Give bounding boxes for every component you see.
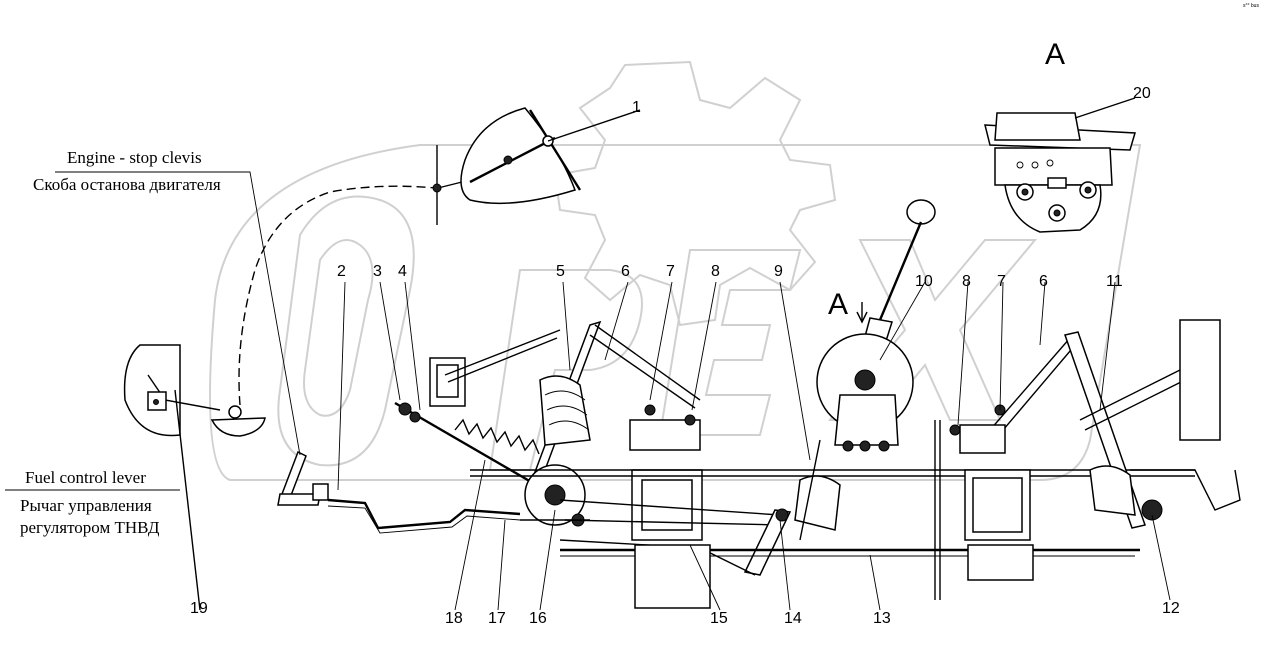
- spring-rod-assembly: [394, 329, 561, 492]
- callout-6a: 6: [621, 263, 630, 280]
- callout-7b: 7: [997, 273, 1006, 290]
- callout-8a: 8: [711, 263, 720, 280]
- callout-7a: 7: [666, 263, 675, 280]
- callout-15: 15: [710, 610, 728, 627]
- callout-1: 1: [632, 99, 641, 116]
- leader-lines: [5, 171, 1171, 611]
- callout-numbers: 1 20 2 3 4 5 6 7 8 9 10 8 7 6 11 19 18 1…: [190, 85, 1180, 627]
- right-lever-assembly: [949, 319, 1221, 529]
- callout-16: 16: [529, 610, 547, 627]
- fuel-control-rod: [277, 450, 521, 534]
- stop-cable: [238, 145, 471, 406]
- callout-20: 20: [1133, 85, 1151, 102]
- gear-lever-assembly: [794, 199, 936, 541]
- view-a-label: A: [1045, 38, 1065, 71]
- callout-8b: 8: [962, 273, 971, 290]
- callout-6b: 6: [1039, 273, 1048, 290]
- callout-4: 4: [398, 263, 407, 280]
- engine-stop-caption-en: Engine - stop clevis: [67, 148, 202, 167]
- callout-2: 2: [337, 263, 346, 280]
- callout-14: 14: [784, 610, 802, 627]
- view-a-arrow-label: A: [828, 288, 848, 321]
- callout-9: 9: [774, 263, 783, 280]
- callout-3: 3: [373, 263, 382, 280]
- callout-18: 18: [445, 610, 463, 627]
- captions: Engine - stop clevis Скоба останова двиг…: [20, 38, 1065, 537]
- fuel-lever-caption-ru-2: регулятором ТНВД: [20, 518, 160, 537]
- frame-rails: [470, 420, 1241, 600]
- fuel-lever-housing: [123, 344, 266, 611]
- fuel-lever-caption-ru-1: Рычаг управления: [20, 496, 152, 515]
- stop-control-lever-assembly: [460, 107, 641, 205]
- callout-11: 11: [1106, 273, 1123, 290]
- engine-stop-caption-ru: Скоба останова двигателя: [33, 175, 221, 194]
- callout-19: 19: [190, 600, 208, 617]
- callout-5: 5: [556, 263, 565, 280]
- central-lever-assembly: [520, 320, 1140, 609]
- callout-10: 10: [915, 273, 933, 290]
- corner-mark: s°° bus: [1243, 3, 1259, 9]
- view-a-detail: [984, 97, 1136, 233]
- fuel-lever-caption-en: Fuel control lever: [25, 468, 146, 487]
- callout-12: 12: [1162, 600, 1180, 617]
- callout-17: 17: [488, 610, 506, 627]
- callout-13: 13: [873, 610, 891, 627]
